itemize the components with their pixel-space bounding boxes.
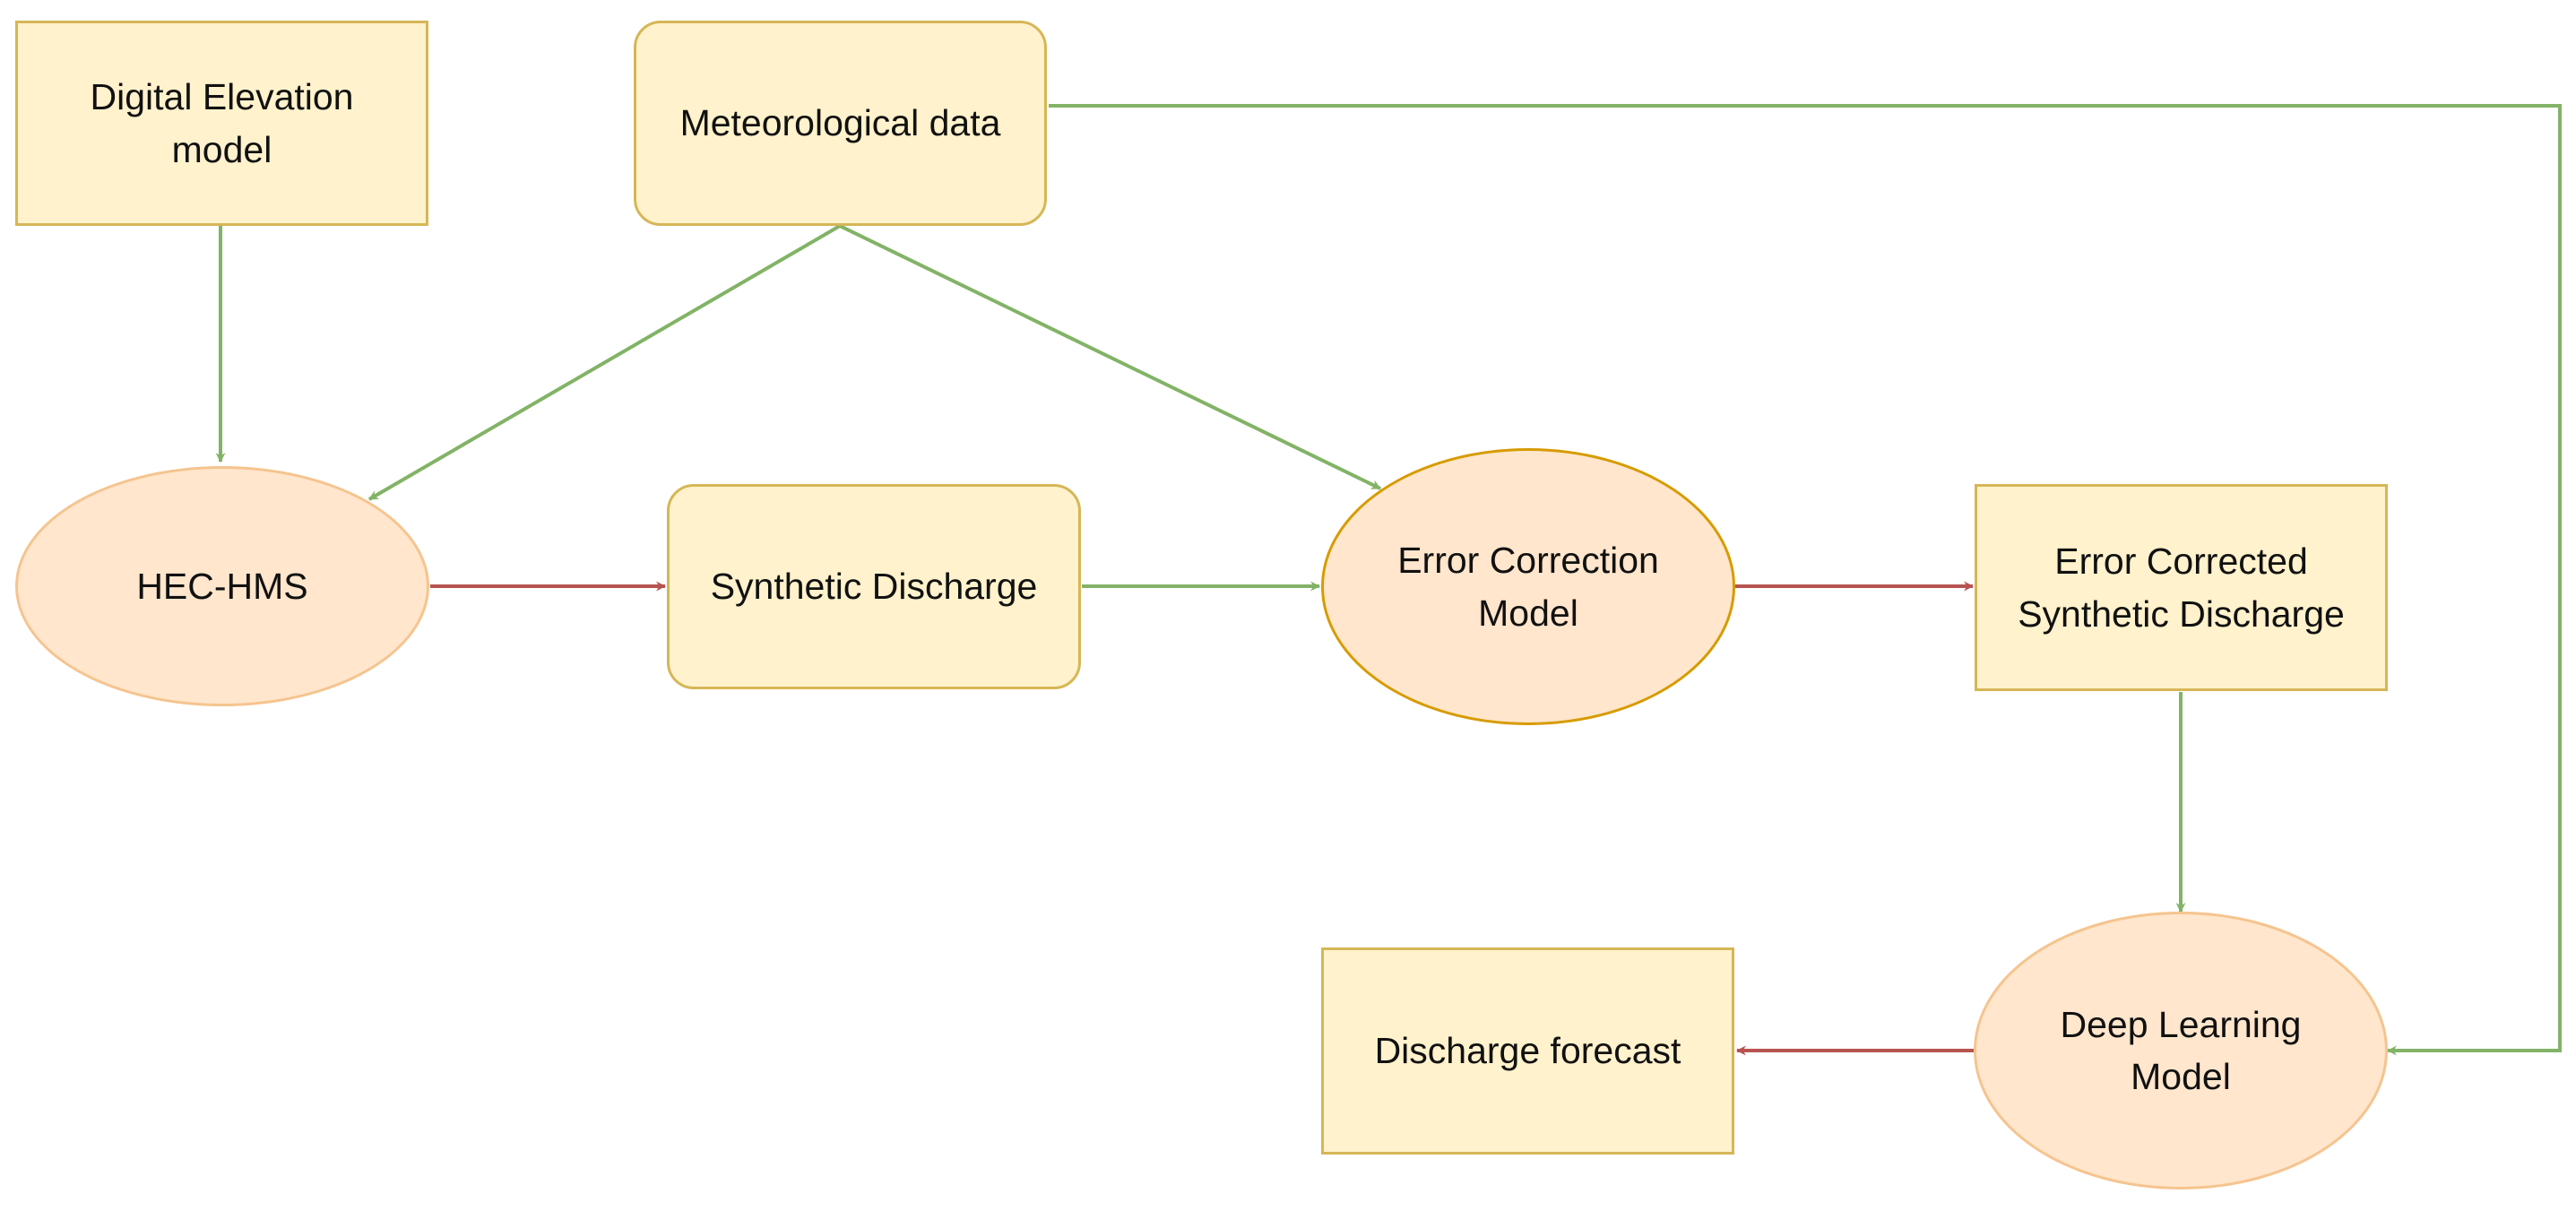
node-deep-learning-model: Deep Learning Model	[1974, 912, 2388, 1189]
arrow-meteo-to-hechms	[367, 224, 842, 501]
node-error-correction-model-label: Error Correction Model	[1397, 540, 1659, 634]
node-meteorological-data: Meteorological data	[634, 21, 1047, 226]
node-digital-elevation-model-label: Digital Elevation model	[90, 76, 354, 170]
node-meteorological-data-label: Meteorological data	[679, 102, 1001, 144]
arrow-meteo-to-error-model	[839, 224, 1381, 490]
arrow-meteo-to-deep-learning	[1049, 104, 2562, 1056]
node-hec-hms: HEC-HMS	[15, 466, 429, 706]
node-digital-elevation-model: Digital Elevation model	[15, 21, 428, 226]
node-error-correction-model: Error Correction Model	[1321, 448, 1735, 725]
node-deep-learning-model-label: Deep Learning Model	[2060, 1003, 2302, 1097]
node-discharge-forecast: Discharge forecast	[1321, 947, 1734, 1155]
node-discharge-forecast-label: Discharge forecast	[1374, 1030, 1681, 1072]
node-error-corrected-synthetic-discharge-label: Error Corrected Synthetic Discharge	[2018, 541, 2345, 635]
node-synthetic-discharge-label: Synthetic Discharge	[710, 566, 1038, 608]
node-hec-hms-label: HEC-HMS	[136, 565, 308, 607]
node-error-corrected-synthetic-discharge: Error Corrected Synthetic Discharge	[1975, 484, 2388, 691]
node-synthetic-discharge: Synthetic Discharge	[667, 484, 1081, 689]
